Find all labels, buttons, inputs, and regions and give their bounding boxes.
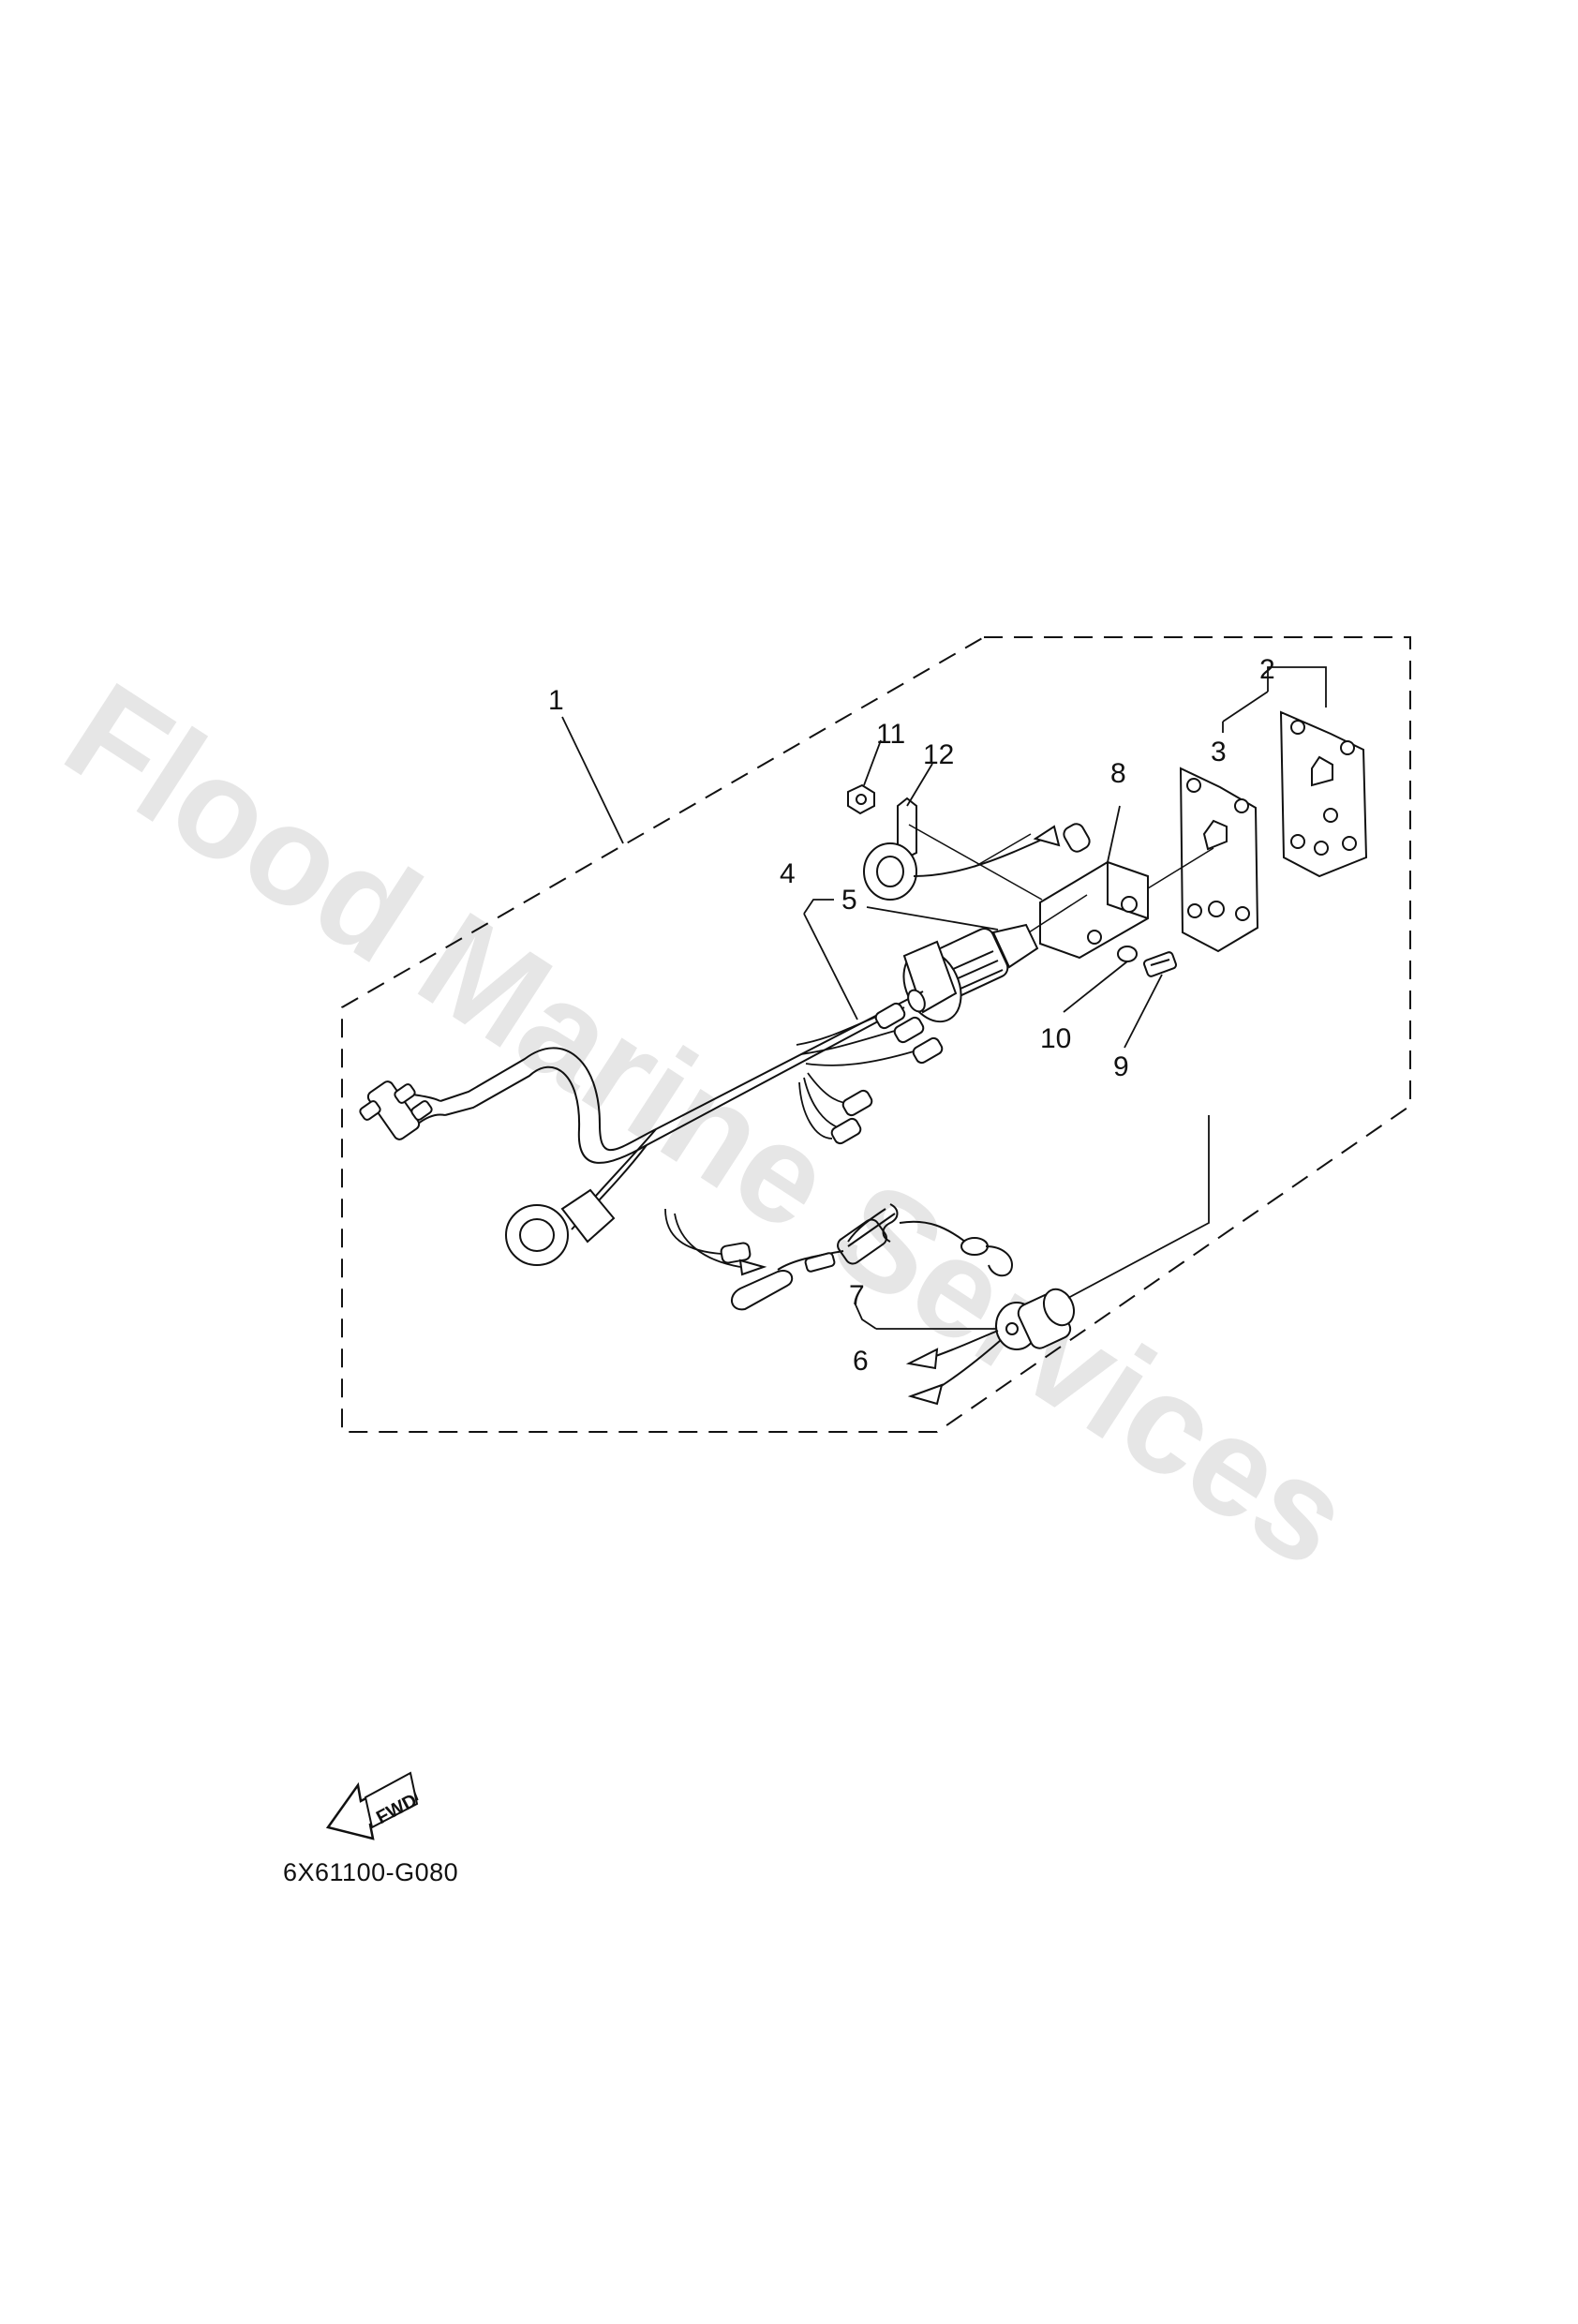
callout-10: 10	[1040, 1023, 1071, 1054]
assembly-line-switch-plate	[1067, 1115, 1210, 1299]
cover-plate	[1279, 710, 1368, 878]
callout-9: 9	[1113, 1051, 1129, 1082]
callout-12: 12	[923, 739, 954, 770]
wire-harness	[439, 989, 926, 1230]
stop-switch-wires	[905, 1330, 1002, 1406]
leader-line-9	[1124, 974, 1163, 1049]
drawing-part-code: 6X61100-G080	[283, 1858, 459, 1886]
leader-line-1	[561, 716, 624, 844]
harness-grommet	[505, 1188, 616, 1266]
callout-3: 3	[1211, 737, 1227, 767]
leader-bracket-2	[1267, 666, 1327, 708]
screw	[1143, 951, 1177, 977]
assembly-line-clamp	[908, 824, 1043, 901]
wire-terminal	[1033, 825, 1061, 847]
assembly-line-terminal	[974, 833, 1032, 868]
nut	[847, 783, 875, 815]
leader-line-2	[1222, 691, 1269, 723]
watermark-text: Flood Marine Services	[40, 652, 1377, 1597]
washer	[1117, 946, 1138, 962]
harness-connector-left	[359, 1080, 446, 1140]
clamp-wire	[913, 833, 1055, 877]
leader-line-12	[906, 763, 933, 807]
callout-6: 6	[853, 1346, 869, 1377]
stop-switch	[995, 1288, 1076, 1350]
assembly-line-bracket	[1147, 847, 1214, 889]
leader-bracket-4-5	[803, 899, 834, 915]
wire-terminal-cap	[1063, 823, 1091, 853]
fwd-arrow-icon: FWD	[325, 1771, 421, 1840]
leader-line-4	[803, 913, 858, 1020]
callout-2: 2	[1259, 654, 1275, 685]
callout-8: 8	[1110, 758, 1126, 789]
callout-4: 4	[780, 858, 796, 889]
leader-line-5	[866, 906, 999, 931]
callout-11: 11	[876, 719, 905, 750]
assembly-line-switch	[1028, 894, 1088, 933]
leader-bracket-6-7	[854, 1302, 877, 1330]
callout-5: 5	[841, 885, 857, 916]
lanyard	[731, 1203, 1014, 1311]
cable-clamp	[863, 797, 917, 901]
branch-wire-terminals	[720, 1002, 944, 1276]
kit-boundary	[341, 636, 1411, 1433]
callout-7: 7	[849, 1280, 865, 1311]
leader-line-8	[1107, 805, 1121, 863]
leader-line-11	[863, 739, 882, 786]
leader-line-10	[1063, 961, 1128, 1013]
callout-1: 1	[548, 685, 564, 716]
main-switch	[902, 923, 1039, 1023]
gasket-plate	[1179, 767, 1259, 953]
bracket	[1039, 860, 1149, 960]
